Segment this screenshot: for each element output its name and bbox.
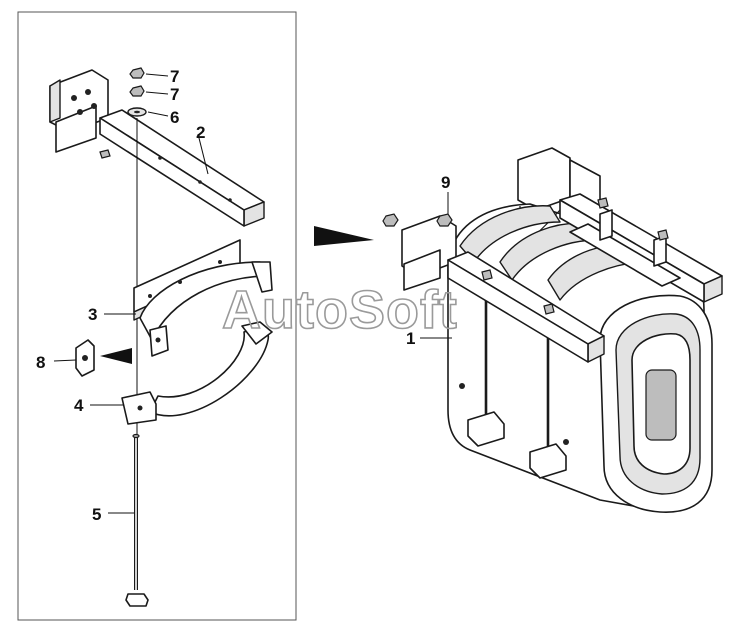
tank-end-cap [599,294,713,513]
callout-4: 4 [74,396,84,415]
callout-6: 6 [170,108,179,127]
exploded-view [49,67,273,607]
part-7-nut-lower [129,85,145,97]
part-7-nut-upper [129,67,145,79]
assembled-view [382,147,723,513]
part-8-clip [75,339,95,377]
assembly-arrow [314,226,374,246]
part-4-lower-strap [121,321,273,425]
callout-2: 2 [196,123,205,142]
part-2-cross-beam [49,69,265,227]
callout-3: 3 [88,305,97,324]
callout-1: 1 [406,329,415,348]
callout-7-lower: 7 [170,85,179,104]
callout-8: 8 [36,353,45,372]
exploded-view-frame [17,11,297,621]
part-5-bolt [125,433,149,607]
part-3-upper-strap [133,239,273,357]
watermark: AutoSoft [222,280,458,340]
callouts: 7 7 6 2 3 8 4 5 9 1 [36,67,452,524]
callout-5: 5 [92,505,101,524]
part-6-washer [127,107,147,117]
callout-7-upper: 7 [170,67,179,86]
arrow-to-clip [100,348,132,364]
callout-9: 9 [441,173,450,192]
